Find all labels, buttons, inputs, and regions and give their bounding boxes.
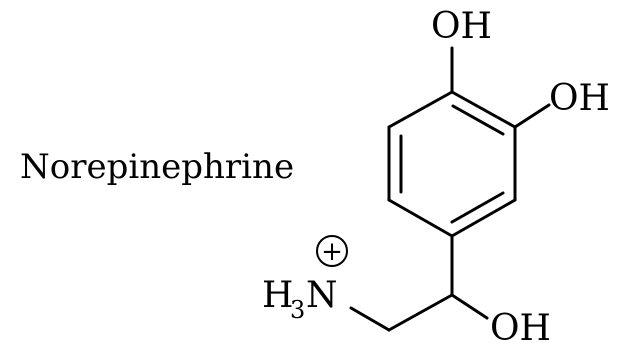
ring-bond-1 [450, 90, 517, 129]
amine-subscript: 3 [290, 296, 305, 324]
ring-double-bond-bottom-right [450, 191, 505, 224]
amine-n-label: N [306, 275, 338, 316]
bond-to-bottom-oh [450, 293, 489, 320]
bond-chain-ch2 [387, 293, 454, 332]
amine-h-label: H [262, 275, 293, 316]
ring-bond-3 [450, 198, 517, 238]
bond-to-side-oh [513, 103, 551, 129]
bottom-hydroxyl-label: OH [490, 308, 551, 349]
positive-charge-icon [316, 235, 348, 267]
side-hydroxyl-label: OH [549, 78, 610, 119]
bond-to-amine [349, 306, 391, 332]
ring-double-bond-top-right [451, 104, 505, 136]
ring-bond-6 [387, 90, 454, 129]
ring-bond-4 [387, 198, 454, 238]
top-hydroxyl-label: OH [431, 6, 492, 47]
charge-sign: + [321, 237, 343, 267]
molecule-name: Norepinephrine [20, 147, 294, 187]
